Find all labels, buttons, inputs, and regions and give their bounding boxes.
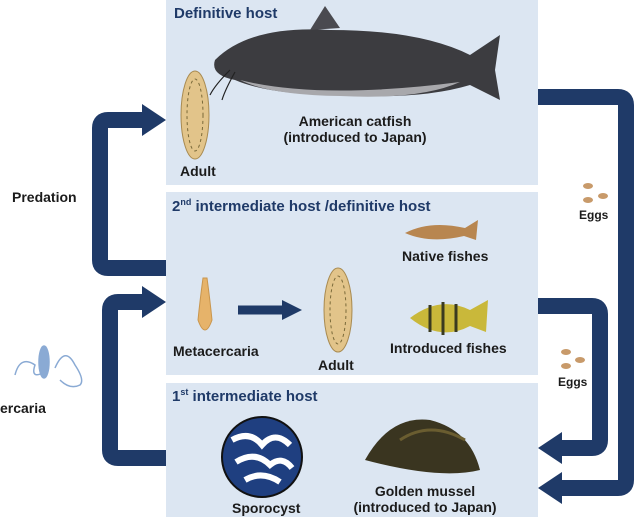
cercaria-arrowhead bbox=[142, 286, 166, 318]
adult-label-middle: Adult bbox=[318, 357, 354, 373]
eggs-arrow-bottom bbox=[538, 298, 608, 456]
eggs-icon-top bbox=[583, 183, 608, 203]
adult-fluke-top bbox=[180, 70, 210, 160]
catfish-illustration bbox=[209, 6, 500, 101]
second-host-title: 2nd intermediate host /definitive host bbox=[172, 197, 431, 215]
native-fishes-label: Native fishes bbox=[402, 248, 489, 264]
definitive-host-title: Definitive host bbox=[174, 5, 278, 22]
predation-label: Predation bbox=[12, 189, 77, 205]
adult-fluke-middle bbox=[323, 267, 353, 353]
cercaria-label: ercaria bbox=[0, 400, 46, 416]
development-arrowhead bbox=[282, 300, 302, 320]
sporocyst-illustration bbox=[221, 416, 303, 498]
eggs-label-top: Eggs bbox=[579, 208, 609, 222]
eggs-arrowhead-bottom bbox=[538, 432, 562, 464]
eggs-label-bottom: Eggs bbox=[558, 375, 588, 389]
eggs-icon-bottom bbox=[561, 349, 585, 369]
eggs-arrow-top bbox=[538, 89, 634, 496]
sporocyst-label: Sporocyst bbox=[232, 500, 301, 516]
adult-label-top: Adult bbox=[180, 163, 216, 179]
introduced-fish-illustration bbox=[410, 300, 488, 335]
predation-arrow bbox=[92, 112, 166, 276]
golden-mussel-label: Golden mussel(introduced to Japan) bbox=[353, 483, 497, 515]
cercaria-illustration bbox=[14, 345, 83, 388]
cercaria-arrow bbox=[102, 294, 166, 466]
introduced-fishes-label: Introduced fishes bbox=[390, 340, 507, 356]
predation-arrowhead bbox=[142, 104, 166, 136]
metacercaria-illustration bbox=[197, 277, 213, 331]
golden-mussel-illustration bbox=[365, 419, 480, 474]
metacercaria-label: Metacercaria bbox=[173, 343, 259, 359]
catfish-label: American catfish(introduced to Japan) bbox=[283, 113, 427, 145]
native-fish-illustration bbox=[405, 220, 478, 240]
eggs-arrowhead-top bbox=[538, 472, 562, 504]
first-host-title: 1st intermediate host bbox=[172, 387, 318, 405]
